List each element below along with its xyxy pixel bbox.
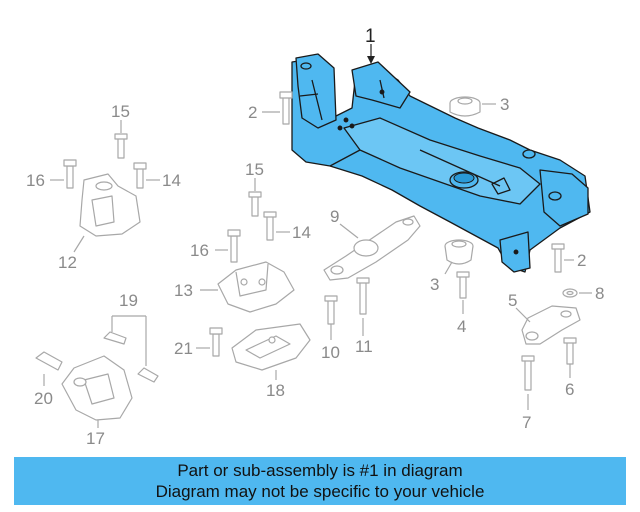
callout-18: 18 bbox=[266, 381, 285, 400]
bolt-part-2-lower[interactable] bbox=[551, 243, 565, 273]
callout-1-group: 1 bbox=[365, 26, 376, 64]
callout-10: 10 bbox=[321, 343, 340, 362]
callout-labels: 2 3 15 16 14 12 15 16 14 9 13 3 2 8 5 4 … bbox=[26, 95, 604, 448]
callout-5: 5 bbox=[508, 291, 517, 310]
mount-part-17[interactable] bbox=[61, 355, 133, 421]
parts-diagram: 1 bbox=[26, 26, 604, 448]
callout-3-upper: 3 bbox=[500, 95, 509, 114]
bolt-part-14-left[interactable] bbox=[133, 162, 147, 189]
bolt-part-2-upper[interactable] bbox=[279, 91, 293, 125]
bolt-part-11[interactable] bbox=[356, 277, 370, 315]
bolt-part-20[interactable] bbox=[35, 351, 63, 371]
subframe-part-1[interactable] bbox=[291, 53, 591, 273]
callout-11: 11 bbox=[355, 337, 373, 356]
bolt-part-6[interactable] bbox=[563, 337, 577, 365]
callout-8: 8 bbox=[595, 284, 604, 303]
bolt-part-4[interactable] bbox=[456, 271, 470, 299]
callout-7: 7 bbox=[522, 413, 531, 432]
bolt-part-15-left[interactable] bbox=[114, 133, 128, 159]
callout-6: 6 bbox=[565, 380, 574, 399]
bolt-part-14-middle[interactable] bbox=[263, 211, 277, 241]
notice-line-2: Diagram may not be specific to your vehi… bbox=[155, 482, 485, 501]
ghost-parts bbox=[35, 91, 592, 428]
bolt-part-7[interactable] bbox=[521, 355, 535, 391]
bracket-part-5[interactable] bbox=[521, 305, 581, 345]
callout-15-middle: 15 bbox=[245, 160, 264, 179]
callout-17: 17 bbox=[86, 429, 105, 448]
link-arm-part-9[interactable] bbox=[323, 215, 421, 281]
callout-2-lower: 2 bbox=[577, 251, 586, 270]
callout-15-left: 15 bbox=[111, 102, 130, 121]
callout-1: 1 bbox=[365, 26, 376, 47]
callout-14-left: 14 bbox=[162, 171, 181, 190]
mount-part-12[interactable] bbox=[79, 173, 141, 237]
callout-4: 4 bbox=[457, 317, 466, 336]
callout-3-lower: 3 bbox=[430, 275, 439, 294]
bracket-part-18[interactable] bbox=[231, 323, 311, 371]
callout-9: 9 bbox=[330, 207, 339, 226]
bolt-part-15-middle[interactable] bbox=[248, 191, 262, 217]
callout-14-middle: 14 bbox=[292, 223, 311, 242]
callout-13: 13 bbox=[174, 281, 193, 300]
callout-16-middle: 16 bbox=[190, 241, 209, 260]
washer-part-8[interactable] bbox=[562, 288, 578, 298]
bolt-part-21[interactable] bbox=[209, 327, 223, 357]
callout-12: 12 bbox=[58, 253, 77, 272]
notice-line-1: Part or sub-assembly is #1 in diagram bbox=[177, 461, 463, 480]
bushing-part-3-lower[interactable] bbox=[444, 239, 474, 265]
callout-20: 20 bbox=[34, 389, 53, 408]
bolt-part-10[interactable] bbox=[324, 295, 338, 325]
callout-2-upper: 2 bbox=[248, 103, 257, 122]
bracket-part-13[interactable] bbox=[217, 261, 295, 313]
diagram-notice-banner: Part or sub-assembly is #1 in diagram Di… bbox=[14, 457, 626, 505]
bolt-part-19-b[interactable] bbox=[137, 367, 159, 383]
bushing-part-3-upper[interactable] bbox=[449, 96, 481, 117]
bolt-part-16-left[interactable] bbox=[63, 159, 77, 189]
bolt-part-19-a[interactable] bbox=[103, 331, 127, 345]
bolt-part-16-middle[interactable] bbox=[227, 229, 241, 263]
callout-16-left: 16 bbox=[26, 171, 45, 190]
callout-19: 19 bbox=[119, 291, 138, 310]
callout-21: 21 bbox=[174, 339, 193, 358]
